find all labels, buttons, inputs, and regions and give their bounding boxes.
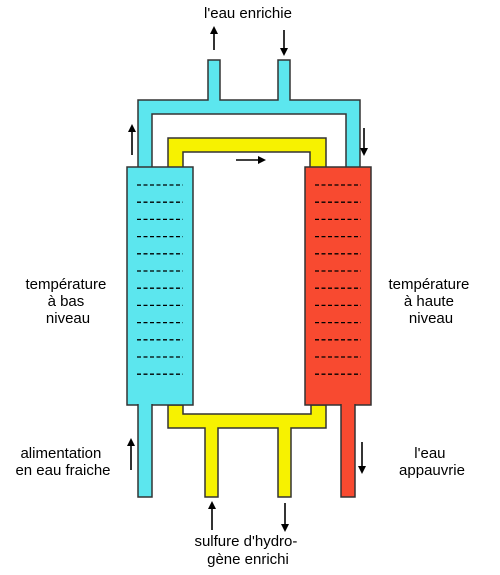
fresh-water-inlet-pipe [137,404,153,498]
depleted-water-pipe [340,404,356,498]
water-pipe-top [137,59,361,169]
high-temperature-label: température à haute niveau [388,276,473,327]
enriched-water-label: l'eau enrichie [204,5,292,22]
fresh-water-feed-label: alimentation en eau fraiche [15,445,110,479]
enriched-h2s-label: sulfure d'hydro- gène enrichi [194,533,301,568]
hot-tower-trays [315,184,361,375]
low-temperature-label: température à bas niveau [25,276,110,327]
hot-tower [304,166,372,406]
depleted-water-label: l'eau appauvrie [399,445,465,479]
cold-tower-trays [137,184,183,375]
cold-tower [126,166,194,406]
